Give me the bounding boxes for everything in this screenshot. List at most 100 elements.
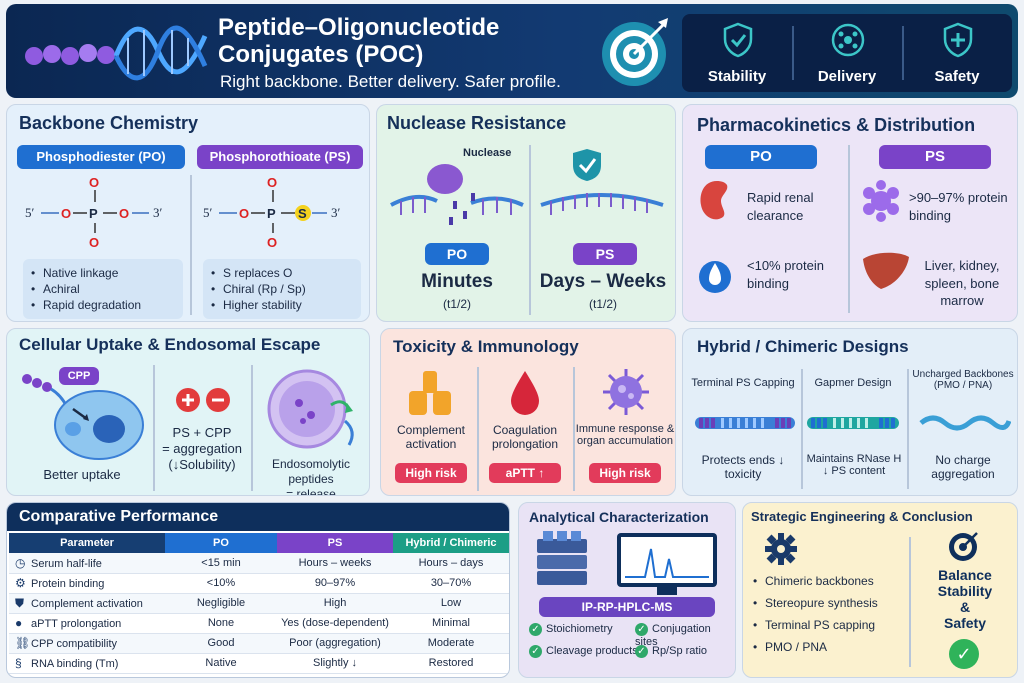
parameter-cell: ●aPTT prolongation <box>9 613 165 634</box>
ps-bullets: S replaces O Chiral (Rp / Sp) Higher sta… <box>203 259 361 319</box>
hplc-instrument-icon <box>537 531 717 595</box>
strategic-panel: Strategic Engineering & Conclusion Chime… <box>742 502 1018 678</box>
svg-text:O: O <box>119 206 129 221</box>
protein-icon <box>863 180 899 222</box>
list-item: Stereopure synthesis <box>753 595 903 611</box>
list-item: PMO / PNA <box>753 639 903 655</box>
badge-delivery: Delivery <box>792 14 902 92</box>
value-cell: Hours – days <box>393 553 509 574</box>
drop-icon: ● <box>15 616 23 630</box>
value-cell: None <box>165 613 277 634</box>
peptide-dna-icon <box>25 25 208 81</box>
blood-drop-icon <box>511 371 539 415</box>
hybrid-head: Terminal PS Capping <box>691 377 795 389</box>
divider <box>801 369 803 489</box>
po-structure: 5′ O P O 3′ O O <box>25 175 163 249</box>
check-icon: ✓ <box>949 639 979 669</box>
nuclease-panel: Nuclease Resistance Nuclease PO PS Minut… <box>376 104 676 322</box>
svg-text:O: O <box>89 235 99 249</box>
parameter-cell: §RNA binding (Tm) <box>9 653 165 674</box>
method-badge: IP-RP-HPLC-MS <box>539 597 715 617</box>
po-label: Phosphodiester (PO) <box>17 145 185 169</box>
value-cell: Native <box>165 653 277 674</box>
target-icon <box>949 532 978 561</box>
section-title: Nuclease Resistance <box>387 113 567 133</box>
list-item: Higher stability <box>211 297 353 313</box>
complement-icon <box>409 371 451 415</box>
value-cell: Yes (dose-dependent) <box>277 613 393 634</box>
risk-badge: aPTT ↑ <box>489 463 561 483</box>
water-drop-icon <box>699 261 731 293</box>
po-halflife: Minutes <box>421 271 493 292</box>
svg-text:O: O <box>239 206 249 221</box>
parameter-cell: ⛊Complement activation <box>9 593 165 614</box>
svg-text:O: O <box>89 175 99 190</box>
immune-cell-icon <box>603 369 649 415</box>
section-title: Toxicity & Immunology <box>393 337 579 356</box>
value-cell: <15 min <box>165 553 277 574</box>
section-title: Analytical Characterization <box>529 509 709 525</box>
check-icon: ✓ <box>635 645 648 658</box>
column-header: Parameter <box>9 533 165 553</box>
backbone-panel: Backbone Chemistry Phosphodiester (PO) P… <box>6 104 370 322</box>
section-title: Hybrid / Chimeric Designs <box>697 337 909 356</box>
uptake-caption: Better uptake <box>43 467 121 482</box>
value-cell: 30–70% <box>393 573 509 594</box>
pk-po-item2: <10% protein binding <box>747 258 824 291</box>
divider <box>573 367 575 491</box>
kidney-icon <box>700 181 728 220</box>
divider <box>792 26 794 80</box>
risk-badge: High risk <box>589 463 661 483</box>
value-cell: Hours – weeks <box>277 553 393 574</box>
badge-stability: Stability <box>682 14 792 92</box>
endosome-icon <box>267 369 354 449</box>
pk-ps-item2: Liver, kidney, spleen, bone marrow <box>924 258 1000 309</box>
badge-strip: Stability Delivery Safety <box>682 14 1012 92</box>
svg-text:5′: 5′ <box>203 205 213 220</box>
tox-item-label: Coagulation prolongation <box>491 423 559 451</box>
parameter-cell: ⚙Protein binding <box>9 573 165 594</box>
hybrid-foot: No charge aggregation <box>931 453 995 481</box>
hybrid-head: Uncharged Backbones (PMO / PNA) <box>912 369 1014 391</box>
svg-text:O: O <box>267 175 277 190</box>
badge-label: Delivery <box>817 68 877 85</box>
list-item: Chiral (Rp / Sp) <box>211 281 353 297</box>
shield-icon: ⛊ <box>15 595 25 610</box>
divider <box>909 537 911 667</box>
svg-text:P: P <box>89 206 98 221</box>
plus-minus-icon <box>176 388 230 412</box>
tox-item-label: Immune response & organ accumulation <box>575 423 675 447</box>
uptake-panel: Cellular Uptake & Endosomal Escape CPP B… <box>6 328 370 496</box>
hybrid-head: Gapmer Design <box>814 377 892 389</box>
list-item: Chimeric backbones <box>753 573 903 589</box>
svg-text:O: O <box>61 206 71 221</box>
pk-panel: Pharmacokinetics & Distribution PO PS Ra… <box>682 104 1018 322</box>
po-halflife-unit: (t1/2) <box>442 297 471 311</box>
po-pill: PO <box>705 145 817 169</box>
pk-ps-item1: >90–97% protein binding <box>909 190 1008 223</box>
divider <box>848 145 850 313</box>
page-title: Peptide–Oligonucleotide Conjugates (POC) <box>218 14 500 68</box>
column-header: Hybrid / Chimeric <box>393 533 509 553</box>
value-cell: Poor (aggregation) <box>277 633 393 654</box>
strategic-bullets: Chimeric backbones Stereopure synthesis … <box>753 573 903 655</box>
value-cell: Restored <box>393 653 509 674</box>
ps-pill: PS <box>573 243 637 265</box>
risk-badge: High risk <box>395 463 467 483</box>
list-item: Rapid degradation <box>31 297 175 313</box>
value-cell: 90–97% <box>277 573 393 594</box>
shield-check-icon <box>723 22 753 58</box>
gapmer-icon <box>807 417 899 429</box>
value-cell: High <box>277 593 393 614</box>
table-row: ⚙Protein binding<10%90–97%30–70% <box>9 573 509 594</box>
link-icon: ⛓ <box>15 636 31 650</box>
value-cell: <10% <box>165 573 277 594</box>
protected-strand-icon <box>540 149 664 215</box>
column-header: PO <box>165 533 277 553</box>
value-cell: Moderate <box>393 633 509 654</box>
check-icon: ✓ <box>635 623 648 636</box>
hybrid-panel: Hybrid / Chimeric Designs Terminal PS Ca… <box>682 328 1018 496</box>
value-cell: Negligible <box>165 593 277 614</box>
